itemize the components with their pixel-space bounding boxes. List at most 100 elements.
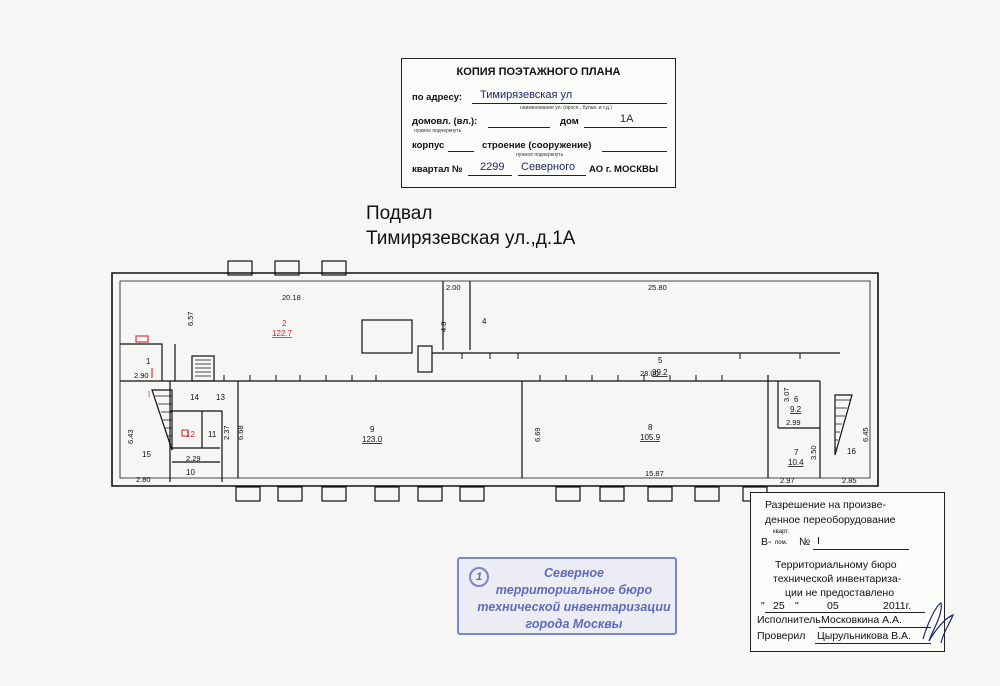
- room-8-num: 8: [648, 423, 653, 432]
- red-marker: [151, 368, 189, 437]
- title-block-heading: КОПИЯ ПОЭТАЖНОГО ПЛАНА: [456, 66, 621, 78]
- room-12: 12: [186, 430, 195, 439]
- stroenie-label: строение (сооружение): [482, 140, 592, 151]
- permit-no-underline: [813, 549, 909, 550]
- permit-date-quote-close: ": [795, 600, 799, 612]
- permit-b-label: В-: [761, 536, 772, 548]
- room-9-num: 9: [370, 425, 375, 434]
- floor-title-address: Тимирязевская ул.,д.1А: [366, 228, 576, 249]
- permit-no-label: №: [799, 536, 811, 548]
- permit-isp-value: Московкина А.А.: [821, 614, 902, 626]
- window-well: [227, 260, 253, 276]
- address-value: Тимирязевская ул: [480, 89, 573, 101]
- permit-line3: Территориальному бюро: [775, 559, 897, 571]
- window-well: [235, 486, 261, 502]
- domovl-hint: нужное подчеркнуть: [414, 128, 462, 134]
- permit-line5: ции не предоставлено: [785, 587, 895, 599]
- room-6-num: 6: [794, 395, 799, 404]
- stamp-line1: Северное: [544, 566, 604, 580]
- dim-left-h: 6.57: [186, 311, 195, 326]
- dom-value: 1А: [620, 113, 634, 125]
- permit-day: 25: [773, 600, 785, 612]
- permit-line2: денное переоборудование: [765, 514, 896, 526]
- room-9-area: 123.0: [362, 435, 383, 444]
- korpus-label: корпус: [412, 140, 445, 151]
- plan-title-block: КОПИЯ ПОЭТАЖНОГО ПЛАНА по адресу: Тимиря…: [401, 58, 676, 188]
- stamp-number: 1: [469, 567, 489, 587]
- window-well: [555, 486, 581, 502]
- inner-wall: [119, 280, 871, 479]
- permission-block: Разрешение на произве- денное переоборуд…: [750, 492, 955, 652]
- room-1: 1: [146, 357, 151, 366]
- domovl-underline: [488, 127, 550, 128]
- room-7-num: 7: [794, 448, 799, 457]
- address-underline: [472, 103, 667, 104]
- room-2-area: 122.7: [272, 329, 293, 338]
- dim-r6-h: 3.07: [782, 387, 791, 402]
- window-well: [321, 260, 347, 276]
- dim-top-right: 25.80: [648, 283, 667, 292]
- window-well: [321, 486, 347, 502]
- ao-label: АО г. МОСКВЫ: [589, 164, 659, 175]
- room-14: 14: [190, 393, 199, 402]
- room-5-area: 39.2: [652, 368, 668, 377]
- kvartal-value: 2299: [480, 161, 505, 173]
- permit-date-quote-open: ": [761, 600, 765, 612]
- permit-prov-value: Цырульникова В.А.: [817, 630, 911, 642]
- dim-r6-w: 2.99: [786, 418, 801, 427]
- stair-hatch: [834, 394, 853, 456]
- dim-r15-h: 6.43: [126, 429, 135, 444]
- room-2-num: 2: [282, 319, 287, 328]
- kvartal-underline: [468, 175, 512, 176]
- dom-underline: [584, 127, 667, 128]
- dim-top-left: 20.18: [282, 293, 301, 302]
- room-10: 10: [186, 468, 195, 477]
- stamp-line4: города Москвы: [525, 617, 623, 631]
- address-hint: наименование ул. (просп., бульв. и т.д.): [520, 105, 612, 111]
- window-well: [647, 486, 673, 502]
- partition: [170, 410, 223, 482]
- dim-r1-w: 2.90: [134, 371, 149, 380]
- dim-r16-h: 6.45: [861, 427, 870, 442]
- signature-mark: [922, 602, 955, 644]
- permit-line4: технической инвентаризa-: [773, 573, 902, 585]
- room-8-area: 105.9: [640, 433, 661, 442]
- dim-r16-w: 2.85: [842, 476, 857, 485]
- window-well: [277, 486, 303, 502]
- partition: [120, 343, 163, 381]
- room-4-num: 4: [482, 317, 487, 326]
- floor-plan: 20.18 2.00 25.80 28.00 6.57 4.8 2.90 6.4…: [111, 260, 879, 502]
- window-well: [417, 486, 443, 502]
- dim-bottom: 15.87: [645, 469, 664, 478]
- column: [417, 345, 433, 373]
- column: [361, 319, 413, 354]
- permit-kvart: кварт.: [773, 529, 790, 535]
- room-roman-1: I: [148, 390, 150, 399]
- window-well: [374, 486, 400, 502]
- room-11: 11: [208, 430, 217, 439]
- permit-pom: пом.: [775, 540, 788, 546]
- permit-isp-underline: [819, 627, 931, 628]
- dim-top-mid: 2.00: [446, 283, 461, 292]
- dim-r11-h: 2.37: [222, 425, 231, 440]
- permit-year: 2011г.: [883, 600, 912, 612]
- permit-prov-label: Проверил: [757, 630, 806, 642]
- room-5-num: 5: [658, 356, 663, 365]
- kvartal-label: квартал №: [412, 164, 463, 175]
- dim-corr-len: 28.00: [640, 369, 659, 378]
- floor-title-basement: Подвал: [366, 203, 433, 224]
- dim-r7-w: 2.97: [780, 476, 795, 485]
- stroenie-underline: [602, 151, 667, 152]
- dim-r10-w: 2.29: [186, 454, 201, 463]
- room-13: 13: [216, 393, 225, 402]
- room-6-area: 9.2: [790, 405, 802, 414]
- window-well: [599, 486, 625, 502]
- window-well: [694, 486, 720, 502]
- permit-isp-label: Исполнитель: [757, 614, 821, 626]
- permit-month: 05: [827, 600, 839, 612]
- permit-date-underline: [765, 612, 925, 613]
- dim-r15-w: 2.80: [136, 475, 151, 484]
- stamp-line3: технической инвентаризации: [477, 600, 671, 614]
- dim-r9-h: 6.68: [236, 425, 245, 440]
- stair: [191, 355, 215, 382]
